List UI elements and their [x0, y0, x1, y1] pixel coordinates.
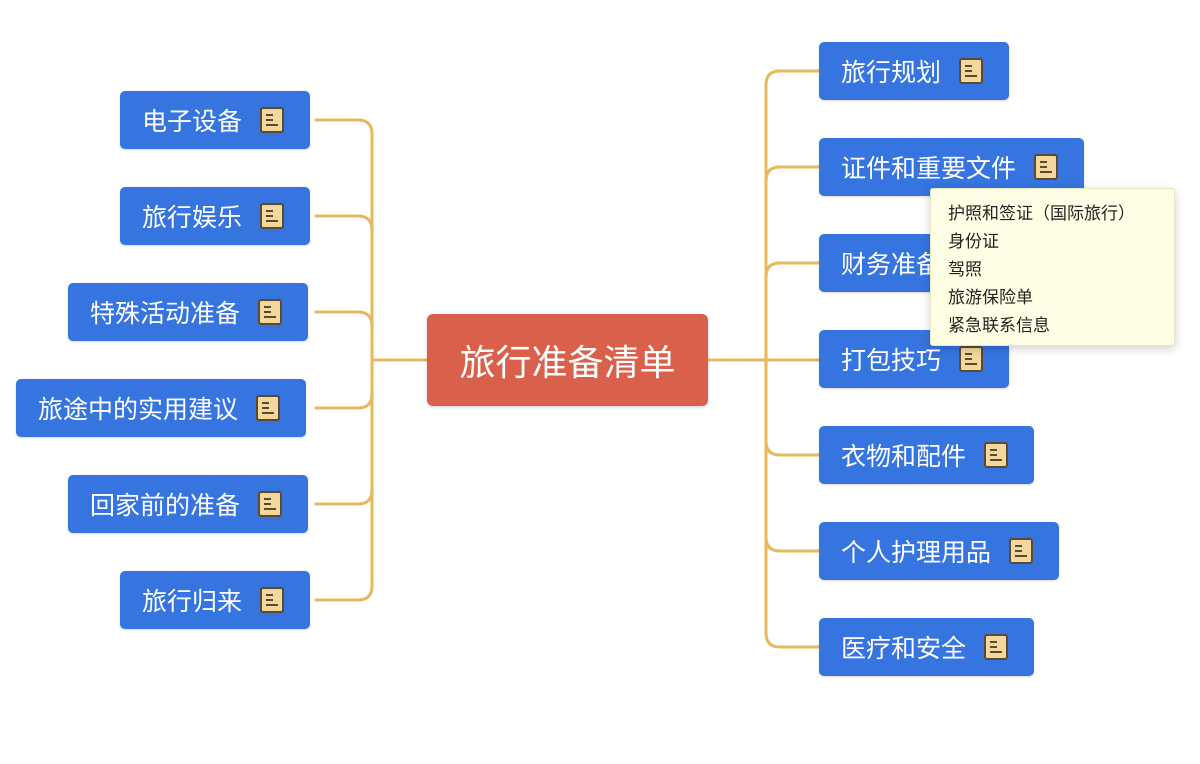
right-branch-line [764, 69, 821, 87]
topic-label: 旅行娱乐 [142, 203, 243, 232]
topic-label: 医疗和安全 [841, 634, 967, 663]
topic-clothing[interactable]: 衣物和配件 [819, 426, 1035, 484]
note-icon[interactable] [1034, 154, 1059, 180]
right-branch-line [764, 631, 821, 649]
note-icon[interactable] [959, 346, 984, 372]
topic-documents[interactable]: 证件和重要文件 [819, 138, 1085, 196]
topic-label: 个人护理用品 [841, 538, 992, 567]
note-tooltip: 护照和签证（国际旅行） 身份证 驾照 旅游保险单 紧急联系信息 [930, 188, 1175, 346]
topic-label: 回家前的准备 [90, 491, 241, 520]
topic-before-going-home[interactable]: 回家前的准备 [68, 475, 309, 533]
right-branch-line [764, 165, 821, 183]
left-branch-line [314, 118, 374, 136]
topic-label: 财务准备 [841, 250, 942, 279]
topic-medical-safety[interactable]: 医疗和安全 [819, 618, 1035, 676]
topic-travel-planning[interactable]: 旅行规划 [819, 42, 1010, 100]
topic-label: 证件和重要文件 [841, 154, 1017, 183]
topic-electronics[interactable]: 电子设备 [120, 91, 311, 149]
note-icon[interactable] [959, 58, 984, 84]
topic-special-activities[interactable]: 特殊活动准备 [68, 283, 309, 341]
right-branch-line [764, 535, 821, 553]
topic-label: 旅行规划 [841, 58, 942, 87]
topic-label: 衣物和配件 [841, 442, 967, 471]
topic-label: 特殊活动准备 [90, 299, 241, 328]
topic-label: 旅途中的实用建议 [38, 395, 239, 424]
right-branch-line [764, 439, 821, 457]
topic-label: 打包技巧 [841, 346, 942, 375]
right-branch-line [764, 261, 821, 279]
left-branch-line [314, 488, 374, 506]
note-line: 紧急联系信息 [948, 316, 1050, 336]
note-icon[interactable] [256, 395, 281, 421]
note-icon[interactable] [258, 491, 283, 517]
note-line: 旅游保险单 [948, 288, 1033, 308]
topic-personal-care[interactable]: 个人护理用品 [819, 522, 1060, 580]
topic-after-return[interactable]: 旅行归来 [120, 571, 311, 629]
central-topic-label: 旅行准备清单 [459, 343, 676, 384]
topic-practical-tips[interactable]: 旅途中的实用建议 [16, 379, 307, 437]
note-icon[interactable] [1009, 538, 1034, 564]
note-icon[interactable] [260, 203, 285, 229]
left-branch-line [314, 584, 374, 602]
note-icon[interactable] [984, 634, 1009, 660]
left-branch-line [314, 392, 374, 410]
note-icon[interactable] [260, 587, 285, 613]
central-topic[interactable]: 旅行准备清单 [427, 314, 708, 406]
topic-label: 旅行归来 [142, 587, 243, 616]
note-line: 驾照 [948, 260, 982, 280]
topic-travel-entertainment[interactable]: 旅行娱乐 [120, 187, 311, 245]
note-icon[interactable] [258, 299, 283, 325]
left-branch-line [314, 310, 374, 328]
left-branch-line [314, 214, 374, 232]
note-icon[interactable] [260, 107, 285, 133]
note-line: 身份证 [948, 232, 999, 252]
note-line: 护照和签证（国际旅行） [948, 204, 1135, 224]
topic-label: 电子设备 [142, 107, 243, 136]
note-icon[interactable] [984, 442, 1009, 468]
